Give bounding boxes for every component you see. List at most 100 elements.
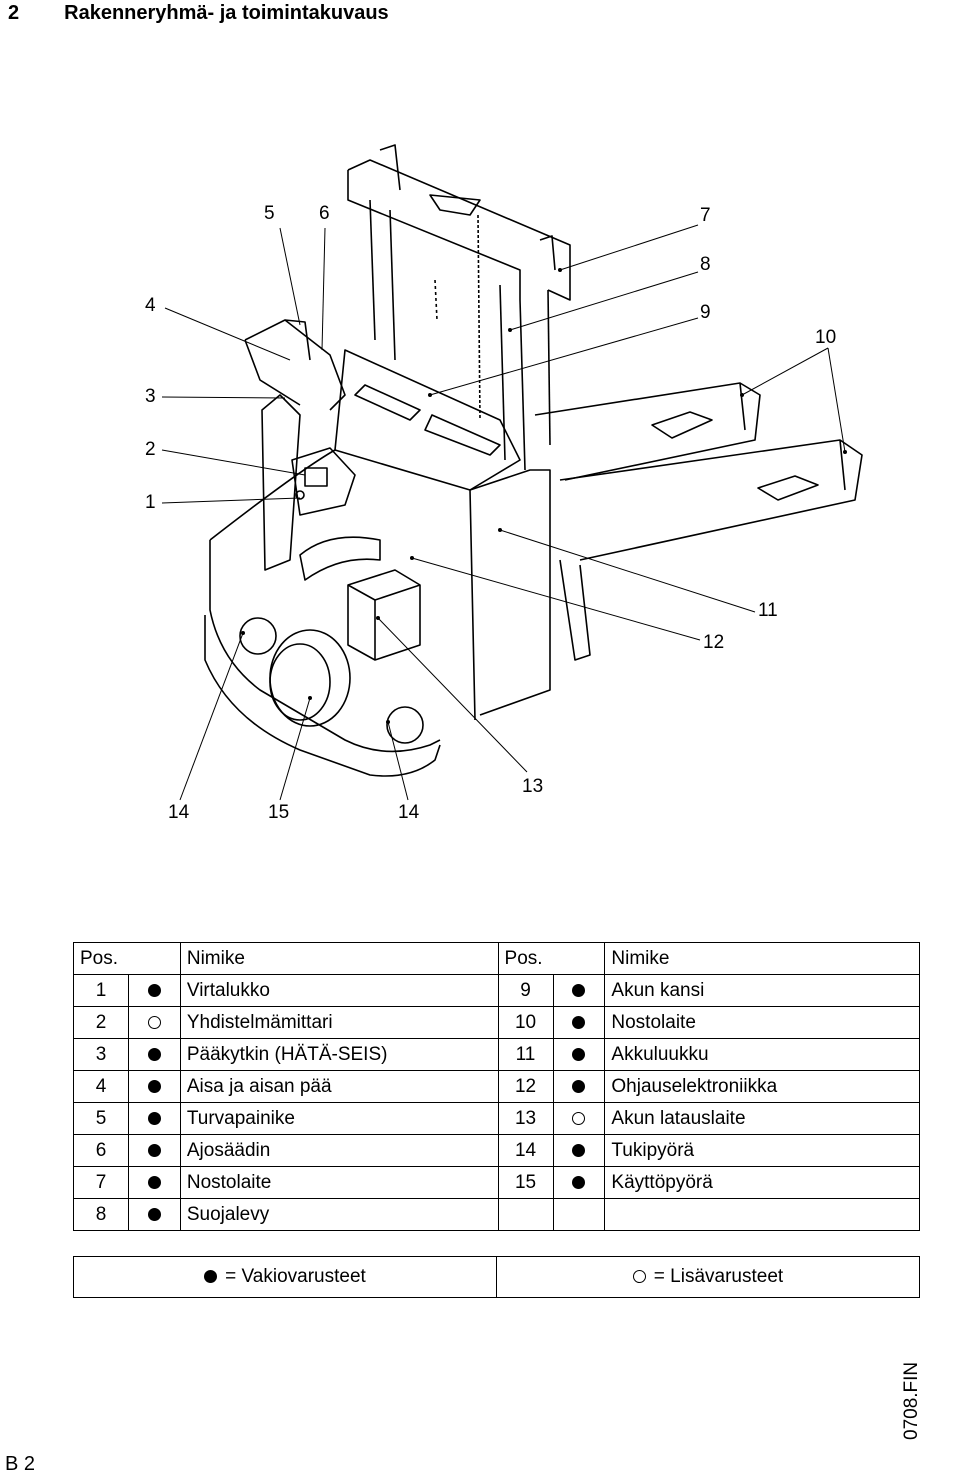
part-position: 1 (73, 974, 129, 1007)
legend-optional-text: = Lisävarusteet (653, 1265, 784, 1287)
part-name: Ajosäädin (179, 1134, 499, 1167)
part-position: 2 (73, 1006, 129, 1039)
open-dot-icon (147, 1016, 161, 1030)
callout-3: 3 (145, 386, 156, 407)
filled-dot-icon (147, 1048, 161, 1062)
filled-dot-icon (572, 1080, 586, 1094)
part-position: 6 (73, 1134, 129, 1167)
page-header: 2 Rakenneryhmä- ja toimintakuvaus (8, 0, 389, 26)
part-equipment-marker (127, 1198, 181, 1231)
legend-table: = Vakiovarusteet = Lisävarusteet (73, 1256, 920, 1298)
tiller (261, 394, 301, 571)
part-name: Akkuluukku (604, 1038, 920, 1071)
part-equipment-marker (127, 974, 181, 1007)
part-name: Akun kansi (604, 974, 920, 1007)
part-position: 14 (497, 1134, 554, 1167)
filled-dot-icon (572, 1048, 586, 1062)
legend-optional: = Lisävarusteet (496, 1256, 920, 1298)
filled-dot-icon (147, 1080, 161, 1094)
part-name: Nostolaite (179, 1166, 499, 1199)
filled-dot-icon (204, 1270, 218, 1284)
callout-13: 13 (522, 776, 544, 797)
filled-dot-icon (572, 1144, 586, 1158)
callout-11: 11 (758, 600, 778, 621)
part-equipment-marker (552, 974, 606, 1007)
part-position: 12 (497, 1070, 554, 1103)
filled-dot-icon (147, 1144, 161, 1158)
part-name: Nostolaite (604, 1006, 920, 1039)
truck-drawing (161, 144, 863, 801)
callout-4: 4 (145, 295, 156, 316)
filled-dot-icon (572, 1176, 586, 1190)
part-position: 13 (497, 1102, 554, 1135)
part-name: Pääkytkin (HÄTÄ-SEIS) (179, 1038, 499, 1071)
section-title: Rakenneryhmä- ja toimintakuvaus (64, 2, 389, 24)
part-name: Tukipyörä (604, 1134, 920, 1167)
callout-12: 12 (703, 632, 725, 653)
part-equipment-marker (552, 1102, 606, 1135)
header-name-left: Nimike (179, 942, 499, 975)
callout-1: 1 (145, 492, 156, 513)
callout-14-right: 14 (398, 802, 420, 823)
part-name: Turvapainike (179, 1102, 499, 1135)
part-equipment-marker (127, 1006, 181, 1039)
filled-dot-icon (147, 1176, 161, 1190)
part-name: Aisa ja aisan pää (179, 1070, 499, 1103)
callout-9: 9 (700, 302, 711, 323)
legend-standard: = Vakiovarusteet (73, 1256, 497, 1298)
part-position (497, 1198, 554, 1231)
open-dot-icon (632, 1270, 646, 1284)
callout-6: 6 (319, 203, 330, 224)
part-equipment-marker (127, 1166, 181, 1199)
part-name: Yhdistelmämittari (179, 1006, 499, 1039)
part-equipment-marker (552, 1198, 606, 1231)
part-position: 15 (497, 1166, 554, 1199)
callout-5: 5 (264, 203, 275, 224)
part-position: 3 (73, 1038, 129, 1071)
section-number: 2 (8, 2, 20, 24)
document-code: 0708.FIN (901, 1361, 922, 1440)
table-row: 3 Pääkytkin (HÄTÄ-SEIS)11 Akkuluukku (73, 1038, 920, 1071)
part-position: 11 (497, 1038, 554, 1071)
part-name: Suojalevy (179, 1198, 499, 1231)
mast-frame (347, 159, 571, 301)
part-name: Ohjauselektroniikka (604, 1070, 920, 1103)
part-name (604, 1198, 920, 1231)
callout-15: 15 (268, 802, 290, 823)
callout-8: 8 (700, 254, 711, 275)
open-dot-icon (572, 1112, 586, 1126)
chassis (209, 540, 441, 753)
filled-dot-icon (572, 1016, 586, 1030)
part-equipment-marker (552, 1070, 606, 1103)
part-name: Käyttöpyörä (604, 1166, 920, 1199)
truck-illustration: 5 6 7 8 4 9 10 3 2 1 11 12 13 14 15 14 (145, 144, 863, 823)
header-pos-left: Pos. (73, 942, 129, 975)
header-spacer (553, 942, 606, 975)
callout-14-left: 14 (168, 802, 190, 823)
callout-2: 2 (145, 439, 156, 460)
part-position: 4 (73, 1070, 129, 1103)
part-position: 5 (73, 1102, 129, 1135)
part-equipment-marker (127, 1134, 181, 1167)
fork-upper (534, 382, 761, 481)
header-pos-right: Pos. (497, 942, 553, 975)
part-equipment-marker (552, 1038, 606, 1071)
part-name: Akun latauslaite (604, 1102, 920, 1135)
part-position: 7 (73, 1166, 129, 1199)
callout-10: 10 (815, 327, 837, 348)
filled-dot-icon (147, 984, 161, 998)
callout-7: 7 (700, 205, 711, 226)
part-equipment-marker (127, 1102, 181, 1135)
table-header-row: Pos. Nimike Pos. Nimike (73, 942, 920, 975)
legend-standard-text: = Vakiovarusteet (225, 1265, 366, 1287)
part-equipment-marker (127, 1070, 181, 1103)
part-position: 10 (497, 1006, 554, 1039)
filled-dot-icon (147, 1112, 161, 1126)
fork-lower (559, 439, 863, 561)
part-equipment-marker (127, 1038, 181, 1071)
